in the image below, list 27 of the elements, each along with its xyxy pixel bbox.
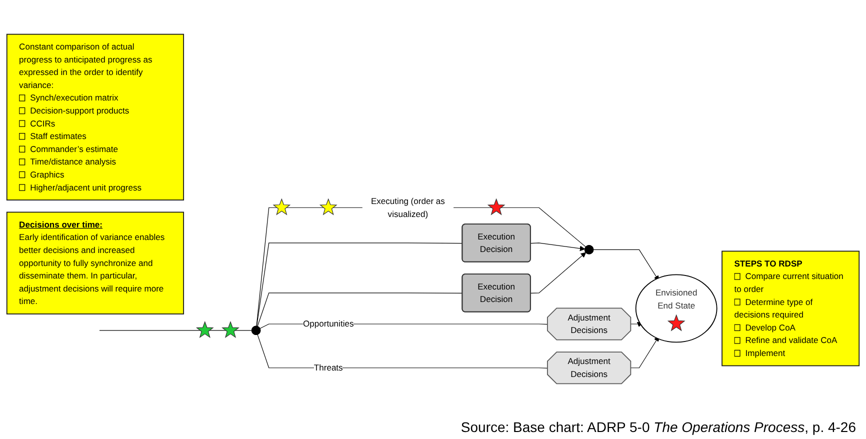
arrow — [530, 242, 586, 252]
source-caption: Source: Base chart: ADRP 5-0 The Operations Process, p. 4-26 — [460, 419, 856, 435]
arrow — [630, 336, 660, 368]
edge-label: Opportunities — [302, 318, 354, 329]
connector — [256, 207, 278, 326]
node-box: STEPS TO RDSP Compare current situation to order Determine type of decisions required Develop CoA Refine and validate CoA Implement — [722, 250, 860, 366]
edge-label: Executing (order as visualized) — [370, 196, 445, 219]
edge-label: Threats — [314, 362, 343, 372]
connector — [500, 207, 586, 248]
connector — [234, 330, 252, 331]
node-box: Decisions over time: Early identification of variance enables better decisions and increased opportunity to fully synchronize and disseminate them. In particular, adjustment decisions will require more time. — [6, 212, 184, 314]
node-star — [487, 198, 506, 216]
connector — [257, 334, 548, 368]
connector — [99, 330, 201, 331]
arrow — [530, 252, 586, 294]
node-box: Constant comparison of actual progress to anticipated progress as expressed in the order to identify variance: Synch/execution matrix Decision-support products CCIRs Staff estimates Commander’s estimate Time/distance analysis Graphics Higher/adjacent unit progress — [6, 34, 184, 200]
arrow — [630, 322, 643, 328]
connector — [256, 242, 463, 326]
node-star — [319, 198, 338, 216]
arrow — [593, 249, 660, 281]
node-star — [272, 198, 291, 216]
connector — [257, 292, 463, 327]
connector — [286, 207, 324, 208]
node-star — [196, 320, 214, 338]
node-star — [222, 320, 240, 338]
connector — [208, 330, 227, 331]
node-star — [667, 314, 686, 332]
